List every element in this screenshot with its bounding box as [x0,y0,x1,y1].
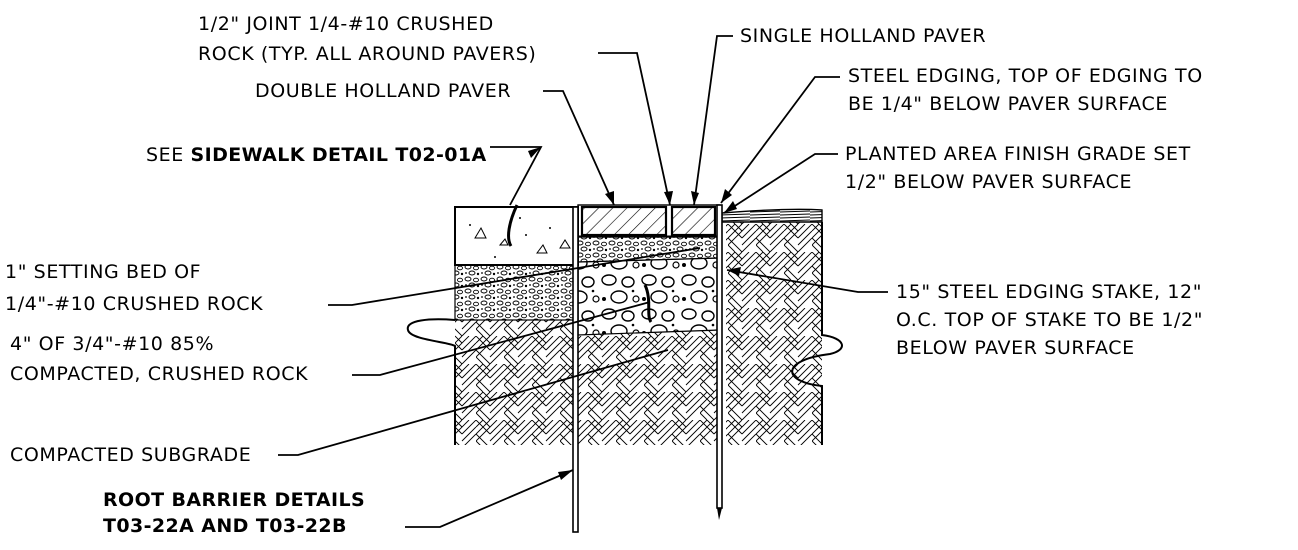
subgrade-section [406,222,843,445]
root-barrier [572,206,579,533]
right-break-line [791,222,843,445]
sidewalk-slab [454,206,579,266]
base-break-squiggle [643,284,653,323]
single-paver-leader [693,35,733,206]
joint-label-line1: 1/2" JOINT 1/4-#10 CRUSHED [198,13,494,35]
setting-bed-label-line1: 1" SETTING BED OF [5,261,201,283]
root-barrier-arrowhead [558,470,573,480]
base-label-line2: COMPACTED, CRUSHED ROCK [10,363,308,385]
sidewalk-detail-label: SEE SIDEWALK DETAIL T02-01A [146,144,487,166]
double-paver-arrowhead [605,191,614,205]
double-paver-leader [543,90,615,206]
planted-area-leader [723,153,838,214]
sidewalk-label-prefix: SEE [146,144,191,166]
subgrade-fill-right [726,222,822,445]
concrete-sidewalk [454,204,579,266]
paver-base [577,235,721,336]
single-holland-paver [670,205,717,237]
steel-edging-leader [720,76,840,204]
joint-label-line2: ROCK (TYP. ALL AROUND PAVERS) [198,43,536,65]
planted-area-arrowhead [724,201,737,213]
subgrade-leader [278,349,669,456]
stake-label-line1: 15" STEEL EDGING STAKE, 12" [896,281,1202,303]
setting-bed-label-line2: 1/4"-#10 CRUSHED ROCK [5,293,263,315]
steel-edging-stake [716,204,723,509]
subgrade-label: COMPACTED SUBGRADE [10,444,251,466]
joint-leader [598,52,671,206]
single-paver-arrowhead [691,191,699,205]
planted-area-label-line2: 1/2" BELOW PAVER SURFACE [845,171,1132,193]
double-paver-label: DOUBLE HOLLAND PAVER [255,80,511,102]
sidewalk-leader [490,146,543,206]
steel-edging-label-line1: STEEL EDGING, TOP OF EDGING TO [848,65,1203,87]
stake-label-line3: BELOW PAVER SURFACE [896,337,1135,359]
subgrade-fill-left [455,320,578,445]
root-barrier-leader [405,469,574,528]
root-barrier-label-line2: T03-22A AND T03-22B [103,515,347,537]
stake-arrowhead [727,267,741,276]
single-paver-label: SINGLE HOLLAND PAVER [740,25,986,47]
setting-bed-leader [328,247,701,306]
steel-edging-label-line2: BE 1/4" BELOW PAVER SURFACE [848,93,1168,115]
stake-leader [726,269,888,293]
sidewalk-label-bold: SIDEWALK DETAIL T02-01A [191,144,487,166]
sidewalk-break-squiggle [507,204,519,247]
stake-label-line2: O.C. TOP OF STAKE TO BE 1/2" [896,309,1203,331]
callouts: 1/2" JOINT 1/4-#10 CRUSHED ROCK (TYP. AL… [5,13,1203,537]
stake-tip [717,508,722,520]
joint-arrowhead [664,191,673,205]
base-leader [352,301,651,376]
planted-area-label-line1: PLANTED AREA FINISH GRADE SET [845,143,1191,165]
leader-lines [278,35,888,528]
setting-bed-under-sidewalk [454,264,579,321]
root-barrier-label-line1: ROOT BARRIER DETAILS [103,489,365,511]
subgrade-fill-mid [578,330,720,445]
steel-edging-arrowhead [721,189,732,203]
double-holland-paver [580,205,668,237]
pavers [577,204,720,238]
left-break-line [406,318,456,445]
planted-area-grade [721,208,823,223]
concrete-aggregate [469,217,571,258]
base-label-line1: 4" OF 3/4"-#10 85% [10,333,214,355]
sidewalk-arrowhead [528,147,541,158]
